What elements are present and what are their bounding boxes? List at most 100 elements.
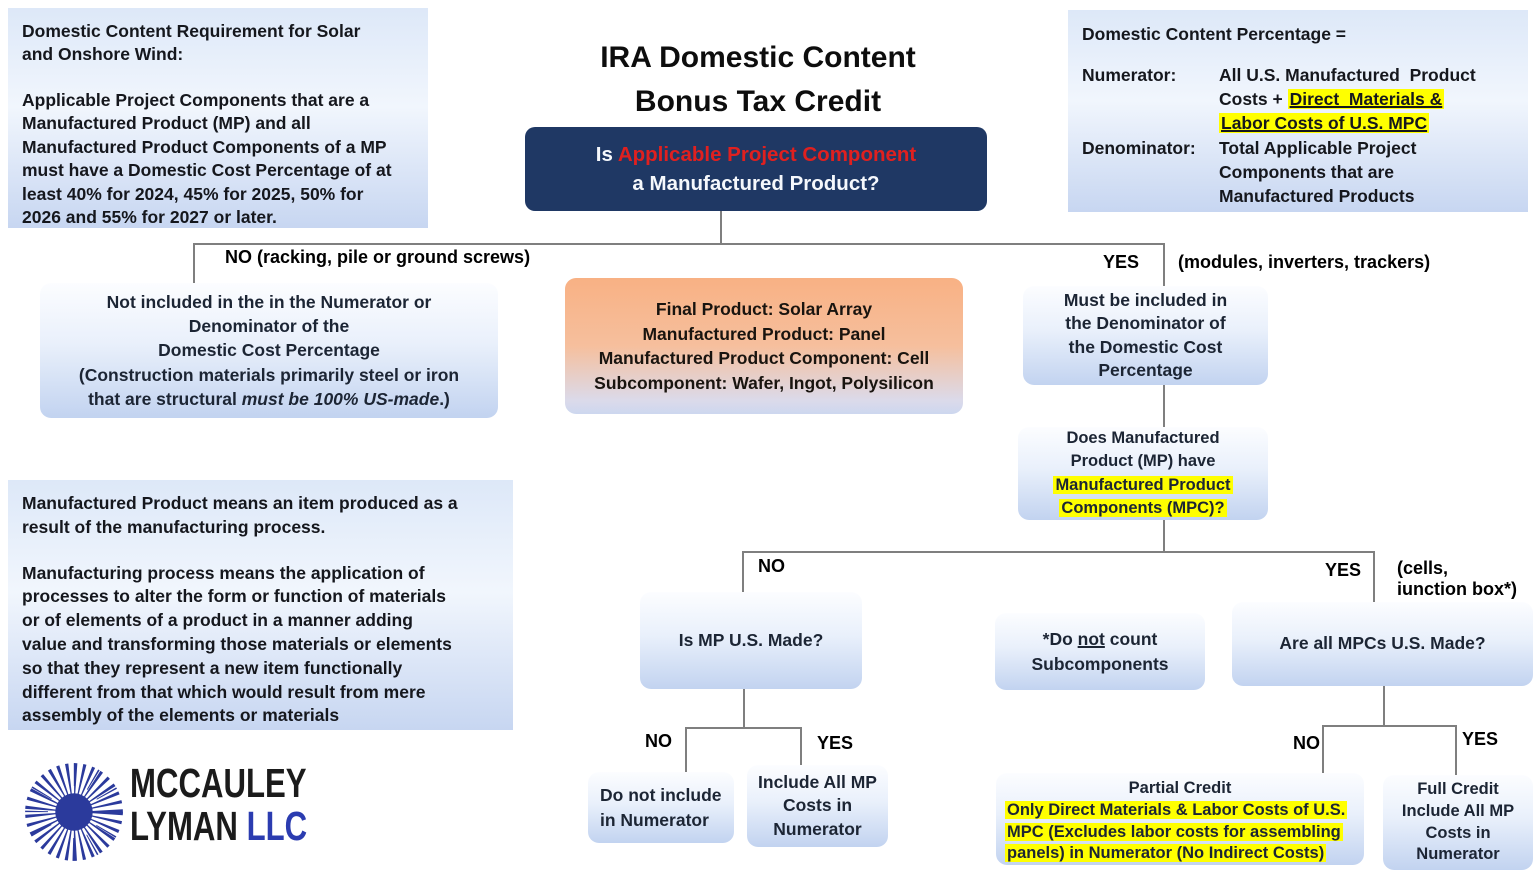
root-question-emphasis: Applicable Project Component <box>617 143 917 166</box>
subcomponent-note-box: *Do not count Subcomponents <box>995 613 1205 690</box>
logo-line2: LYMAN LLC <box>130 806 307 847</box>
no-result-line5-tail: .) <box>439 388 450 409</box>
example-box: Final Product: Solar Array Manufactured … <box>565 278 963 414</box>
numerator-line1: All U.S. Manufactured Product <box>1219 65 1476 86</box>
subnote-line1: *Do not count <box>995 627 1205 652</box>
connector <box>1322 725 1456 727</box>
connector <box>685 727 687 772</box>
requirement-note: Domestic Content Requirement for Solar a… <box>8 8 428 228</box>
no-result-line5-italic: must be 100% US-made <box>241 388 440 409</box>
mp-made-question-box: Is MP U.S. Made? <box>640 592 862 689</box>
root-question-box: Is Applicable Project Component a Manufa… <box>525 127 987 211</box>
connector <box>743 688 745 728</box>
connector <box>685 727 802 729</box>
mp-made-no-result-box: Do not include in Numerator <box>588 772 734 843</box>
root-question-line2: a Manufactured Product? <box>632 172 880 196</box>
example-line1: Final Product: Solar Array <box>655 299 873 319</box>
root-question-line1: Is Applicable Project Component <box>525 140 987 169</box>
numerator-value: All U.S. Manufactured Product Costs + Di… <box>1219 63 1476 135</box>
requirement-body: Applicable Project Components that are a… <box>22 89 392 228</box>
requirement-heading: Domestic Content Requirement for Solar a… <box>22 21 361 65</box>
mpc-highlight-1: Manufactured Product <box>1053 475 1233 494</box>
numerator-line2-highlight: Direct Materials & <box>1287 89 1445 110</box>
partial-credit-box: Partial Credit Only Direct Materials & L… <box>996 773 1364 865</box>
mpc-question-box: Does Manufactured Product (MP) have Manu… <box>1018 427 1268 520</box>
partial-credit-hl3: panels) in Numerator (No Indirect Costs) <box>1005 843 1364 865</box>
logo-llc: LLC <box>246 803 308 849</box>
connector <box>1383 686 1385 726</box>
connector <box>1322 725 1324 773</box>
must-include-box: Must be included in the Denominator of t… <box>1023 286 1268 385</box>
mp-made-no-label: NO <box>645 731 672 751</box>
mpc-question-line3: Manufactured Product <box>1018 474 1268 497</box>
denominator-label: Denominator: <box>1082 137 1196 158</box>
subnote-post: count <box>1104 629 1158 649</box>
yes-branch-note: (modules, inverters, trackers) <box>1178 252 1431 272</box>
subnote-underline: not <box>1077 629 1105 649</box>
numerator-line3-highlight: Labor Costs of U.S. MPC <box>1219 113 1430 134</box>
partial-credit-title: Partial Credit <box>1128 779 1232 797</box>
title-line2: Bonus Tax Credit <box>634 84 882 118</box>
mpc-question-line4: Components (MPC)? <box>1018 497 1268 520</box>
formula-note: Domestic Content Percentage = Numerator:… <box>1068 10 1528 212</box>
example-line2: Manufactured Product: Panel <box>642 323 886 344</box>
connector <box>193 243 1165 245</box>
root-question-lead: Is <box>595 143 618 166</box>
no-result-line4: (Construction materials primarily steel … <box>78 364 460 385</box>
mpcs-made-no-label: NO <box>1293 733 1320 753</box>
partial-hl1-text: Only Direct Materials & Labor Costs of U… <box>1005 800 1348 819</box>
partial-hl2-text: MPC (Excludes labor costs for assembling <box>1005 822 1343 841</box>
partial-credit-hl1: Only Direct Materials & Labor Costs of U… <box>1005 800 1364 822</box>
logo-lyman: LYMAN <box>130 803 247 849</box>
numerator-line3: Labor Costs of U.S. MPC <box>1219 111 1476 135</box>
no-result-line1: Not included in the in the Numerator or <box>106 292 432 313</box>
subnote-line2: Subcomponents <box>1031 653 1169 674</box>
title-line1: IRA Domestic Content <box>600 41 916 74</box>
example-line4: Subcomponent: Wafer, Ingot, Polysilicon <box>594 372 934 393</box>
connector <box>1163 243 1165 286</box>
starburst-icon <box>25 763 123 861</box>
numerator-label: Numerator: <box>1082 65 1177 86</box>
definitions-note: Manufactured Product means an item produ… <box>8 480 513 730</box>
connector <box>1373 551 1375 603</box>
partial-hl3-text: panels) in Numerator (No Indirect Costs) <box>1005 844 1327 863</box>
no-result-line3: Domestic Cost Percentage <box>158 340 380 361</box>
subnote-pre: *Do <box>1042 629 1078 649</box>
connector <box>1163 385 1165 427</box>
formula-heading: Domestic Content Percentage = <box>1082 24 1347 44</box>
logo-line1: MCCAULEY <box>130 760 307 806</box>
mpc-no-label: NO <box>758 556 785 576</box>
connector <box>742 551 1375 553</box>
mpc-question-line2: Product (MP) have <box>1070 452 1216 471</box>
no-result-box: Not included in the in the Numerator or … <box>40 283 498 418</box>
connector <box>1455 725 1457 775</box>
mpc-question-line1: Does Manufactured <box>1066 429 1220 448</box>
no-result-line2: Denominator of the <box>188 316 350 337</box>
numerator-line2: Costs + Direct Materials & <box>1219 87 1476 111</box>
definitions-para2: Manufacturing process means the applicat… <box>22 562 452 726</box>
definitions-para1: Manufactured Product means an item produ… <box>22 493 458 537</box>
company-logo: MCCAULEY LYMAN LLC <box>22 758 352 868</box>
connector <box>193 243 195 284</box>
mpc-yes-label: YES <box>1325 560 1362 580</box>
partial-credit-hl2: MPC (Excludes labor costs for assembling <box>1005 822 1364 844</box>
no-result-line5-plain: that are structural <box>88 388 242 409</box>
connector <box>1163 520 1165 552</box>
no-result-line5: that are structural must be 100% US-made… <box>50 387 488 411</box>
mpcs-made-question-box: Are all MPCs U.S. Made? <box>1232 602 1533 686</box>
connector <box>800 727 802 765</box>
example-line3: Manufactured Product Component: Cell <box>598 348 930 368</box>
numerator-line2-plain: Costs + <box>1219 89 1288 110</box>
mp-made-yes-result-box: Include All MP Costs in Numerator <box>747 765 888 847</box>
mpc-highlight-2: Components (MPC)? <box>1059 498 1227 517</box>
no-branch-label: NO (racking, pile or ground screws) <box>225 247 531 267</box>
mpc-yes-note-line2: iunction box*) <box>1397 579 1517 599</box>
denominator-value: Total Applicable Project Components that… <box>1219 137 1417 206</box>
connector <box>720 211 722 244</box>
mp-made-yes-label: YES <box>817 733 854 753</box>
full-credit-box: Full Credit Include All MP Costs in Nume… <box>1383 775 1533 870</box>
connector <box>742 551 744 593</box>
mpc-yes-note-line1: (cells, <box>1397 558 1449 578</box>
yes-branch-label: YES <box>1103 252 1140 272</box>
page-title: IRA Domestic Content Bonus Tax Credit <box>520 36 996 123</box>
